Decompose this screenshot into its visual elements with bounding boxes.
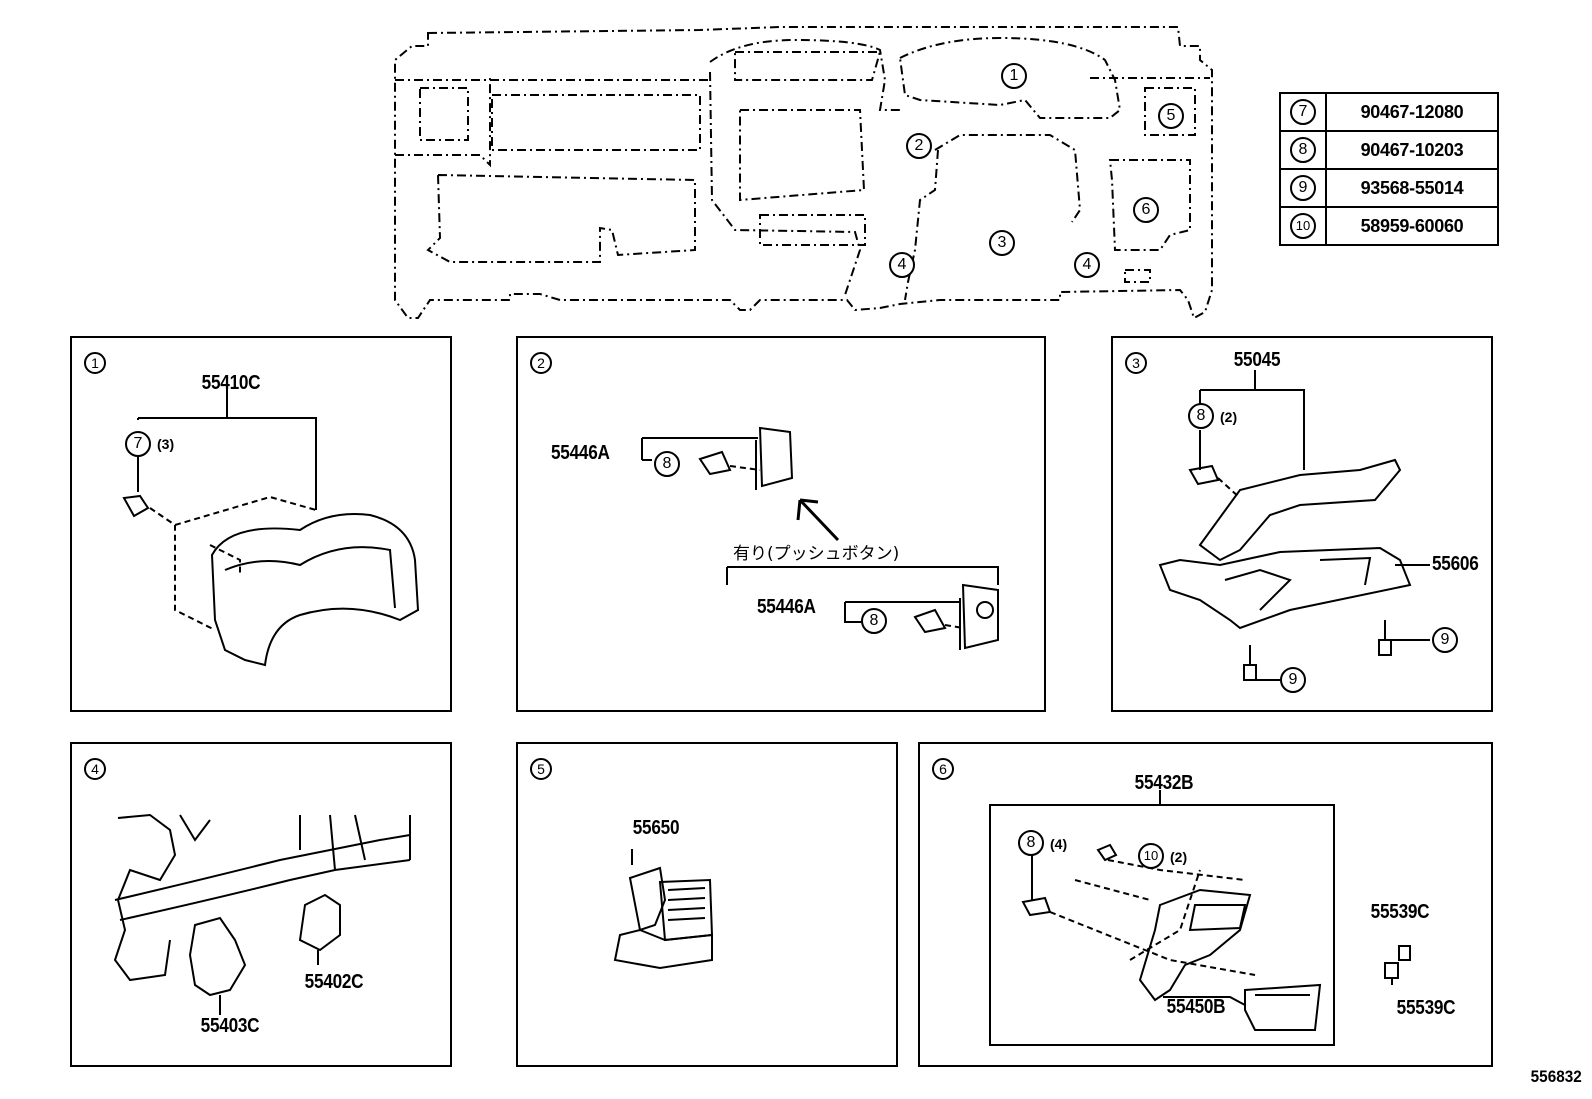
panel-3-drawing [1158,389,1430,681]
panel-frame-3 [1111,336,1493,712]
panel-6-drawing [1021,843,1411,1031]
panel-1-label-55410C: 55410C [201,372,261,394]
panel-6-label-55539C-lower: 55539C [1396,997,1456,1019]
panel-2-note: 有り(プッシュボタン) [733,544,900,564]
panel-6-ref-10: 10 [1138,843,1164,869]
panel-6-label-55539C-upper: 55539C [1370,901,1430,923]
panel-2-ref-8-upper: 8 [654,451,680,477]
panel-frame-2 [516,336,1046,712]
legend-ref: 8 [1290,137,1316,163]
panel-4-index: 4 [84,758,106,780]
overview-callout-2: 2 [906,133,932,159]
panel-2-label-55446A-upper: 55446A [551,442,610,464]
panel-3-ref-8: 8 [1188,403,1214,429]
legend-row: 7 90467-12080 [1279,92,1499,132]
panel-1-ref-7-qty: (3) [157,436,175,452]
panel-6-inner-frame [989,804,1335,1046]
legend-part-number: 58959-60060 [1325,206,1499,246]
panel-frame-5 [516,742,898,1067]
panel-5-label-55650: 55650 [632,817,680,839]
panel-3-label-55606: 55606 [1432,553,1479,575]
overview-callout-5: 5 [1158,103,1184,129]
panel-3-ref-9-right: 9 [1432,627,1458,653]
panel-3-ref-9-left: 9 [1280,667,1306,693]
panel-3-label-55045: 55045 [1233,349,1281,371]
panel-6-index: 6 [932,758,954,780]
overview-callout-4b: 4 [1074,252,1100,278]
panel-5-index: 5 [530,758,552,780]
legend-ref: 9 [1290,175,1316,201]
panel-3-ref-8-qty: (2) [1220,409,1238,425]
legend-ref: 7 [1290,99,1316,125]
panel-4-label-55402C: 55402C [304,971,364,993]
overview-callout-6: 6 [1133,197,1159,223]
panel-5-drawing [613,849,714,970]
panel-4-drawing [113,813,411,1015]
panel-2-drawing [641,426,999,650]
panel-2-index: 2 [530,352,552,374]
legend-ref: 10 [1290,213,1316,239]
panel-2-ref-8-lower: 8 [861,608,887,634]
panel-1-index: 1 [84,352,106,374]
dashboard-overview-outline [394,26,1213,320]
legend-part-number: 90467-12080 [1325,92,1499,132]
panel-6-ref-8: 8 [1018,830,1044,856]
overview-callout-1: 1 [1001,63,1027,89]
part-number-legend: 7 90467-12080 8 90467-10203 9 93568-5501… [1279,92,1499,246]
diagram-code: 556832 [1530,1067,1582,1086]
panel-6-label-55432B: 55432B [1134,772,1194,794]
legend-part-number: 90467-10203 [1325,130,1499,170]
legend-part-number: 93568-55014 [1325,168,1499,208]
panel-2-label-55446A-lower: 55446A [757,596,816,618]
panel-frame-4 [70,742,452,1067]
overview-callout-4a: 4 [889,252,915,278]
panel-4-label-55403C: 55403C [200,1015,260,1037]
panel-6-ref-10-qty: (2) [1170,849,1188,865]
panel-frame-6 [918,742,1493,1067]
panel-3-index: 3 [1125,352,1147,374]
panel-6-label-55450B: 55450B [1166,996,1226,1018]
panel-1-drawing [122,417,420,667]
leader-lines [226,370,1430,1006]
overview-callout-3: 3 [989,230,1015,256]
legend-row: 8 90467-10203 [1279,130,1499,170]
panel-1-ref-7: 7 [125,431,151,457]
panel-frame-1 [70,336,452,712]
legend-row: 10 58959-60060 [1279,206,1499,246]
panel-6-ref-8-qty: (4) [1050,836,1068,852]
legend-row: 9 93568-55014 [1279,168,1499,208]
